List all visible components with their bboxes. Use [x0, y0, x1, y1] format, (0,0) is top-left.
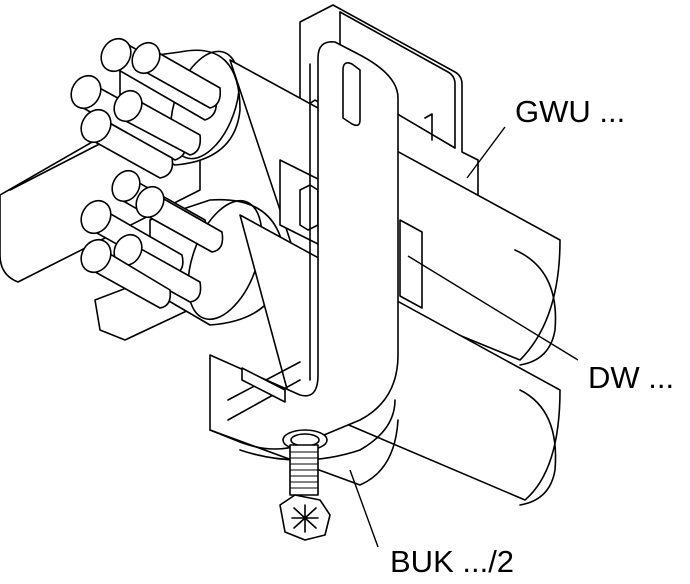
leader-gwu	[466, 126, 506, 179]
lower-conductors	[80, 169, 224, 309]
callout-dw: DW ...	[588, 360, 675, 395]
clamp-screw	[279, 429, 331, 541]
leader-dw	[407, 255, 579, 361]
callout-gwu: GWU ...	[515, 94, 626, 129]
upper-conductors	[70, 37, 222, 179]
leader-buk	[349, 469, 379, 548]
clamp-strap	[209, 41, 399, 486]
callout-buk: BUK .../2	[390, 544, 515, 579]
